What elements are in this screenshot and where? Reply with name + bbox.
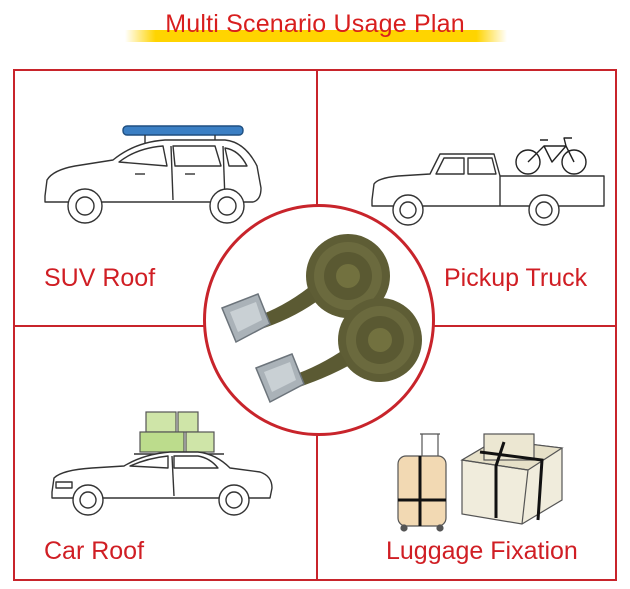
title-block: Multi Scenario Usage Plan	[0, 8, 630, 48]
suv-with-surfboard-icon	[44, 125, 262, 224]
sedan-with-boxes-icon	[51, 411, 273, 516]
pickup-with-bike-icon	[371, 137, 605, 226]
label-luggage-fixation: Luggage Fixation	[386, 537, 578, 565]
title-underline	[125, 30, 507, 42]
label-car-roof: Car Roof	[44, 537, 145, 565]
label-pickup-truck: Pickup Truck	[444, 264, 588, 292]
cam-buckle-straps-icon	[221, 234, 422, 404]
luggage-with-straps-icon	[397, 433, 564, 532]
page-title: Multi Scenario Usage Plan	[165, 10, 465, 38]
label-suv-roof: SUV Roof	[44, 264, 156, 292]
